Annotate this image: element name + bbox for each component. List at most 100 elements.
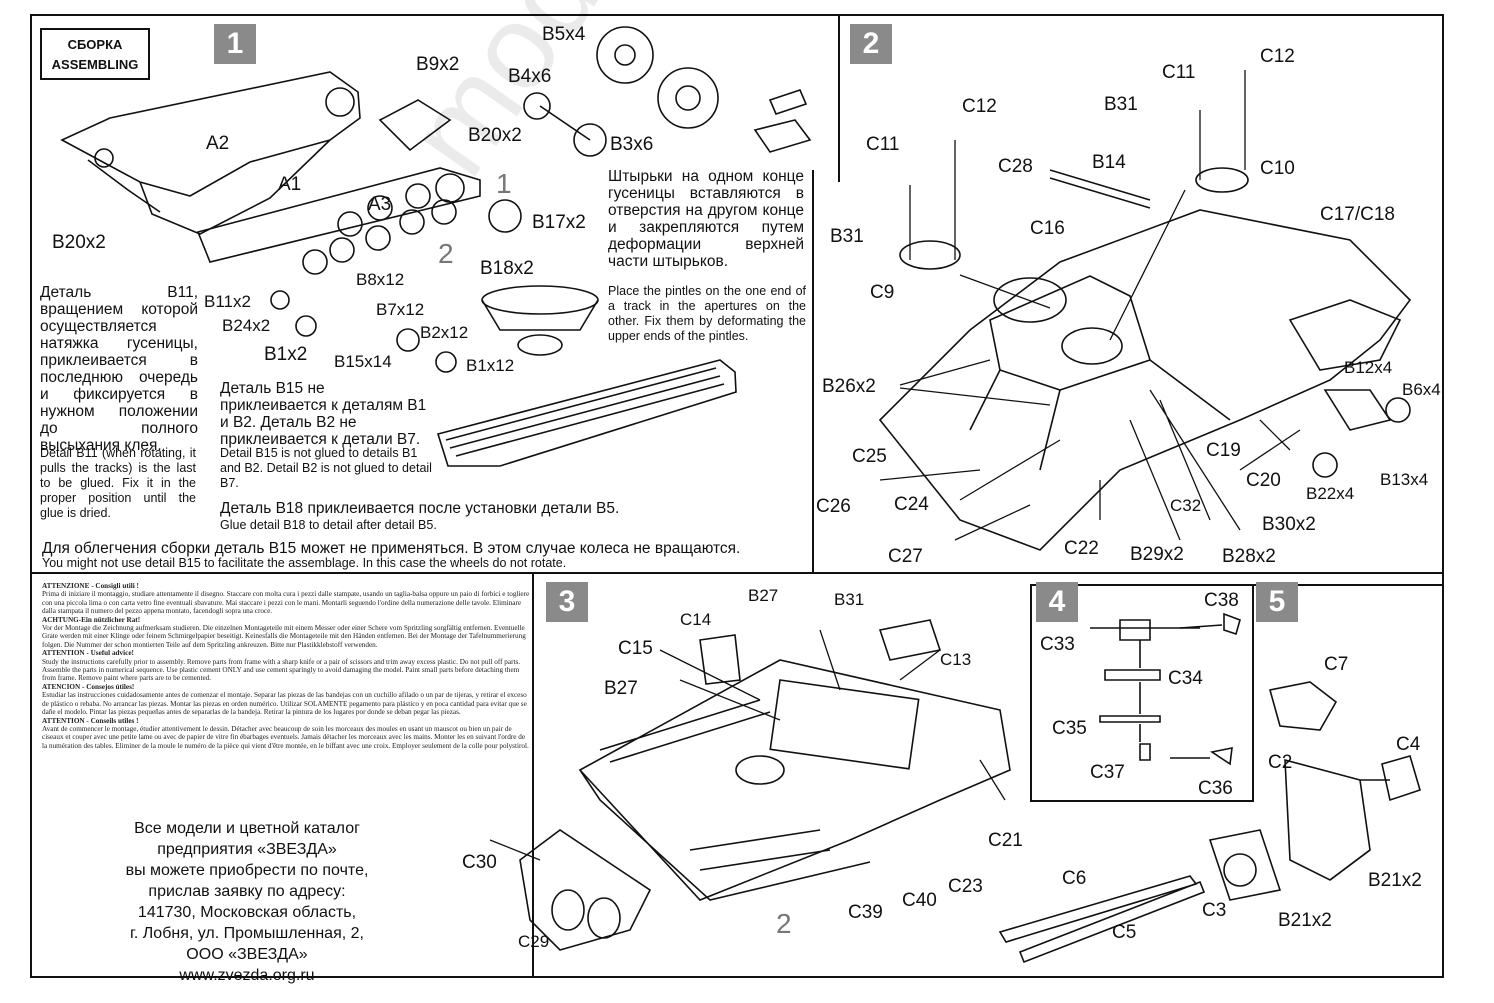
step1-road-wheels — [270, 173, 465, 373]
label-c30: C30 — [462, 852, 497, 873]
label-b28x2: B28x2 — [1222, 546, 1276, 567]
label-c38: C38 — [1204, 590, 1239, 611]
label-c39: C39 — [848, 902, 883, 923]
step4-mg-drawing — [1090, 612, 1241, 766]
advice-german-head: ACHTUNG-Ein nützlicher Rat! — [42, 615, 141, 624]
label-c32: C32 — [1170, 496, 1202, 515]
label-b8x12: B8x12 — [356, 270, 405, 289]
label-c5: C5 — [1112, 922, 1137, 943]
advice-spanish-head: ATENCION - Consejos útiles! — [42, 682, 135, 691]
label-c24: C24 — [894, 494, 929, 515]
label-b31-step3: B31 — [834, 590, 865, 609]
label-c13: C13 — [940, 650, 972, 669]
label-c34: C34 — [1168, 668, 1203, 689]
panel-divider-horizontal — [30, 572, 1444, 574]
label-subassembly-1: 1 — [496, 168, 512, 199]
label-c26: C26 — [816, 496, 851, 517]
step2-arrows — [879, 70, 1301, 541]
label-b17x2: B17x2 — [532, 212, 586, 233]
label-c11-left: C11 — [866, 134, 900, 155]
panel-divider-vertical-top — [838, 14, 840, 182]
label-b1x2: B1x2 — [264, 344, 308, 365]
label-b5x4: B5x4 — [542, 24, 586, 45]
advice-spanish: ATENCION - Consejos útiles!Estudiar las … — [42, 683, 532, 717]
advice-spanish-body: Estudiar las instrucciones cuidadosament… — [42, 691, 527, 717]
panel-divider-step4-right — [1252, 584, 1254, 800]
label-b31-left: B31 — [830, 226, 864, 247]
b15-optional-note-ru: Для облегчения сборки деталь В15 может н… — [42, 540, 741, 557]
label-b18x2: B18x2 — [480, 258, 534, 279]
company-line-4: прислав заявку по адресу: — [148, 883, 346, 900]
step-number-2: 2 — [850, 24, 892, 64]
step2-hull-drawing — [878, 167, 1412, 551]
label-c4: C4 — [1396, 734, 1421, 755]
advice-french-body: Avant de commencer le montage, étudier a… — [42, 724, 529, 750]
label-c22: C22 — [1064, 538, 1099, 559]
label-subassembly-2-step3: 2 — [776, 908, 792, 939]
b15-optional-note-en: You might not use detail B15 to facilita… — [42, 556, 567, 570]
label-c19: C19 — [1206, 440, 1241, 461]
label-b27-left: B27 — [604, 678, 638, 699]
label-b26x2: B26x2 — [822, 376, 876, 397]
label-c12-right: C12 — [1260, 46, 1295, 67]
b18-note-en: Glue detail B18 to detail after detail B… — [220, 518, 437, 532]
label-b27-top: B27 — [748, 586, 779, 605]
b11-note-en: Detail B11 (when rotating, it pulls the … — [40, 446, 196, 520]
panel-divider-step4-left — [1030, 584, 1032, 800]
label-c3: C3 — [1202, 900, 1227, 921]
label-c16: C16 — [1030, 218, 1065, 239]
step1-hull-drawing — [60, 71, 481, 263]
label-c40: C40 — [902, 890, 937, 911]
b18-note-ru: Деталь В18 приклеивается после установки… — [220, 500, 620, 517]
label-c35: C35 — [1052, 718, 1087, 739]
label-c23: C23 — [948, 876, 983, 897]
advice-english: ATTENTION - Useful advice!Study the inst… — [42, 649, 532, 683]
label-b3x6: B3x6 — [610, 134, 654, 155]
panel-divider-bottom-left — [532, 572, 534, 978]
label-subassembly-2: 2 — [438, 238, 454, 269]
label-c21: C21 — [988, 830, 1023, 851]
label-c6: C6 — [1062, 868, 1087, 889]
company-line-5: 141730, Московская область, — [137, 904, 357, 921]
step-number-4: 4 — [1036, 582, 1078, 622]
advice-italian-head: ATTENZIONE - Consigli utili ! — [42, 582, 139, 590]
company-line-3: вы можете приобрести по почте, — [125, 862, 369, 879]
advice-english-body: Study the instructions carefully prior t… — [42, 657, 521, 683]
label-a3: A3 — [368, 194, 392, 215]
label-c7: C7 — [1324, 654, 1349, 675]
step-number-3: 3 — [546, 582, 588, 622]
advice-italian-body: Prima di iniziare il montaggio, studiare… — [42, 590, 530, 616]
b11-note-ru: Деталь В11, вращением которой осуществля… — [40, 284, 198, 454]
label-b24x2: B24x2 — [222, 316, 271, 335]
company-info: Все модели и цветной каталог предприятия… — [62, 818, 432, 986]
label-b22x4: B22x4 — [1306, 484, 1355, 503]
step1-hatch-detail — [753, 89, 812, 153]
step-number-1: 1 — [214, 24, 256, 64]
step-number-5: 5 — [1256, 582, 1298, 622]
header-ru: СБОРКА — [67, 37, 123, 52]
label-b31-right: B31 — [1104, 94, 1138, 115]
label-a2: A2 — [206, 133, 230, 154]
label-b11x2: B11x2 — [204, 292, 251, 311]
label-c14: C14 — [680, 610, 712, 629]
advice-french-head: ATTENTION - Conseils utiles ! — [42, 716, 139, 725]
advice-german-body: Vor der Montage die Zeichnung aufmerksam… — [42, 624, 526, 649]
advice-french: ATTENTION - Conseils utiles !Avant de co… — [42, 717, 532, 751]
pins-note-en: Place the pintles on the one end of a tr… — [608, 284, 806, 343]
panel-divider-step4-top — [1030, 584, 1444, 586]
advice-english-head: ATTENTION - Useful advice! — [42, 649, 134, 658]
label-c29: C29 — [518, 932, 550, 951]
panel-divider-step4-bottom — [1030, 800, 1254, 802]
label-c20: C20 — [1246, 470, 1281, 491]
company-website[interactable]: www.zvezda.org.ru — [179, 967, 315, 984]
label-c25: C25 — [852, 446, 887, 467]
label-c33: C33 — [1040, 634, 1075, 655]
step3-arrows — [489, 629, 1006, 861]
label-c9: C9 — [870, 282, 895, 303]
step1-idler-detail — [481, 285, 599, 356]
company-line-7: ООО «ЗВЕЗДА» — [186, 946, 308, 963]
label-b29x2: B29x2 — [1130, 544, 1184, 565]
label-b9x2: B9x2 — [416, 54, 460, 75]
label-b4x6: B4x6 — [508, 66, 552, 87]
